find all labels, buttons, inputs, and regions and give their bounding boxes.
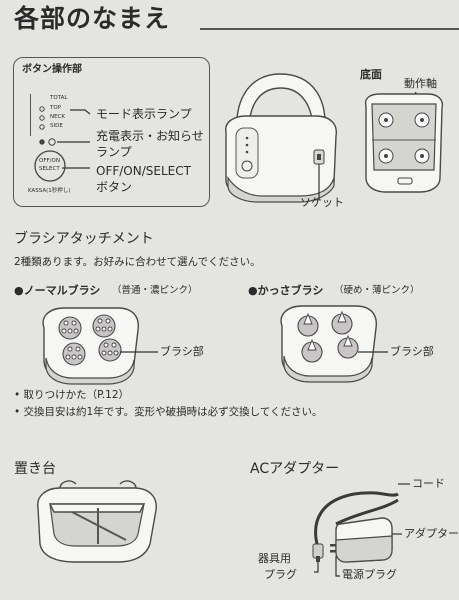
note-attach: • 取りつけかた（P.12） [14, 389, 130, 401]
device-plug-label-1: 器具用 [258, 552, 291, 565]
charge-lamp-label-2: ランプ [96, 145, 132, 159]
title-underline [200, 28, 459, 30]
select-button-label-2: ボタン [96, 180, 133, 194]
lamp-side-icon [39, 124, 45, 130]
charge-lamp-icon [39, 139, 45, 145]
adapter-title: ACアダプター [250, 461, 340, 477]
button-panel-heading: ボタン操作部 [22, 64, 82, 75]
stand-title: 置き台 [14, 461, 56, 477]
kassa-brush-part-label: ブラシ部 [390, 345, 434, 358]
select-button-label-1: OFF/ON/SELECT [96, 164, 191, 178]
page-title: 各部のなまえ [14, 4, 171, 33]
lamp-neck-icon [39, 115, 45, 121]
indicator-total: TOTAL [50, 95, 68, 101]
select-button-ring [34, 150, 66, 182]
mode-lamp-label: モード表示ランプ [96, 107, 192, 121]
indicator-side: SIDE [50, 123, 63, 129]
kassa-brush-name: ●かっさブラシ [248, 284, 324, 297]
adapter-label: アダプター [404, 527, 459, 540]
brush-section-title: ブラシアタッチメント [14, 231, 154, 247]
brush-section-description: 2種類あります。お好みに合わせて選んでください。 [14, 256, 261, 268]
select-button-sub: KASSA(1秒押し) [28, 188, 71, 194]
device-plug-label-2: プラグ [264, 568, 297, 581]
shaft-label: 動作軸 [404, 77, 437, 90]
lamp-top-icon [39, 106, 45, 112]
power-plug-label: 電源プラグ [342, 568, 397, 581]
note-replace: • 交換目安は約1年です。変形や破損時は必ず交換してください。 [14, 406, 323, 418]
socket-label: ソケット [300, 196, 344, 209]
bottom-view-title: 底面 [360, 68, 382, 81]
indicator-top: TOP [50, 105, 62, 111]
select-button-face-1[interactable]: OFF/ON [39, 158, 60, 164]
cord-label: コード [412, 477, 445, 490]
normal-brush-spec: （普通・濃ピンク） [112, 285, 198, 296]
button-panel-box [13, 57, 210, 207]
normal-brush-part-label: ブラシ部 [160, 345, 204, 358]
kassa-brush-spec: （硬め・薄ピンク） [334, 285, 420, 296]
normal-brush-name: ●ノーマルブラシ [14, 284, 101, 297]
indicator-bracket [30, 94, 73, 136]
select-button-face-2[interactable]: SELECT [39, 166, 60, 172]
charge-lamp-ring-icon [48, 138, 56, 146]
charge-lamp-label-1: 充電表示・お知らせ [96, 129, 204, 143]
indicator-neck: NECK [50, 114, 66, 120]
